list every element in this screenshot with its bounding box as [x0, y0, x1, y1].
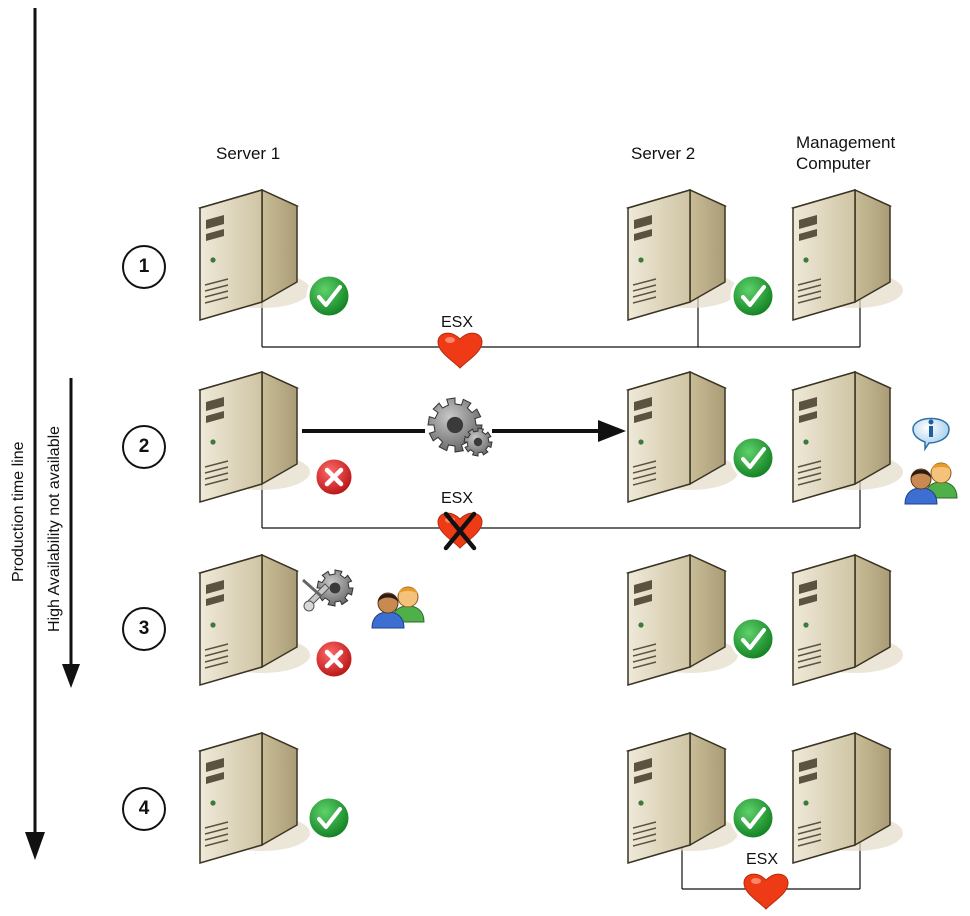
management-label-line2: Computer	[796, 154, 871, 173]
server2-step4	[625, 731, 738, 864]
server2-step3	[625, 553, 738, 686]
info-bubble-icon	[912, 417, 950, 452]
server1-ok-icon-step1	[306, 273, 352, 319]
server2-ok-icon-step3	[730, 616, 776, 662]
ha-unavailable-arrowhead	[62, 664, 80, 688]
production-timeline-arrowhead	[25, 832, 45, 860]
admin-users-icon-step2	[904, 462, 958, 505]
esx-label-step1: ESX	[441, 314, 474, 331]
migration-arrowhead	[598, 420, 626, 442]
management-computer-step4	[790, 731, 903, 864]
connector-layer	[25, 8, 864, 890]
step-4-badge: 4	[122, 787, 166, 831]
server1-step3	[197, 553, 310, 686]
ha-not-available-label: High Availability not available	[46, 425, 63, 632]
esx-label-step2: ESX	[441, 490, 474, 507]
server1-error-icon-step2	[313, 456, 355, 498]
server2-label: Server 2	[631, 144, 696, 163]
server1-step1	[197, 188, 310, 321]
server2-step1	[625, 188, 738, 321]
maintenance-tools-icon	[302, 569, 354, 612]
step-1-badge: 1	[122, 245, 166, 289]
esx-label-step4: ESX	[746, 851, 779, 868]
step-2-badge: 2	[122, 425, 166, 469]
esx-heartbeat-broken-icon-step2	[437, 511, 483, 551]
management-label-line1: Management	[796, 133, 896, 152]
tools-gear	[316, 569, 354, 607]
step-3-badge: 3	[122, 607, 166, 651]
esx-heartbeat-icon-step4	[743, 873, 789, 910]
server1-error-icon-step3	[313, 638, 355, 680]
server2-ok-icon-step1	[730, 273, 776, 319]
management-computer-step3	[790, 553, 903, 686]
server1-step4	[197, 731, 310, 864]
production-timeline-label: Production time line	[10, 441, 27, 582]
management-computer-step1	[790, 188, 903, 321]
server2-ok-icon-step2	[730, 435, 776, 481]
migration-gears-icon-small	[463, 427, 493, 457]
server1-step2	[197, 370, 310, 503]
server1-ok-icon-step4	[306, 795, 352, 841]
server2-step2	[625, 370, 738, 503]
admin-users-icon-step3	[371, 586, 425, 629]
server1-label: Server 1	[216, 144, 281, 163]
server2-ok-icon-step4	[730, 795, 776, 841]
management-computer-step2	[790, 370, 903, 503]
esx-heartbeat-icon-step1	[437, 332, 483, 369]
icon-layer	[197, 188, 958, 910]
